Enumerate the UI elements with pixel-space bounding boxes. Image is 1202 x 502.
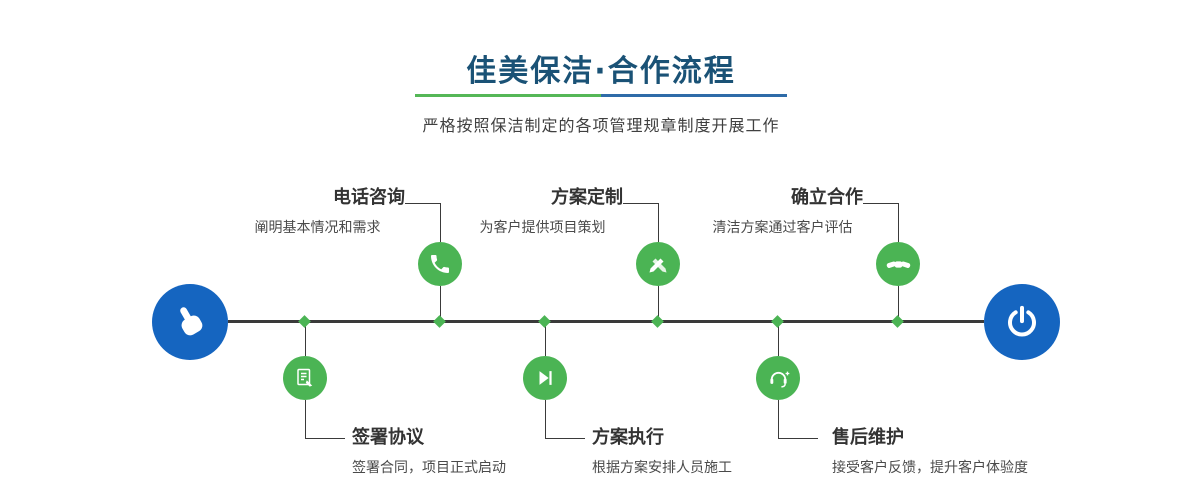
connector-line <box>440 203 441 242</box>
step-desc: 签署合同，项目正式启动 <box>352 460 506 476</box>
step-title: 售后维护 <box>832 427 904 448</box>
divider-blue-segment <box>601 94 787 97</box>
power-icon <box>1008 305 1036 337</box>
step-node-execute <box>523 356 567 400</box>
step-label-support: 售后维护 接受客户反馈，提升客户体验度 <box>832 428 1028 477</box>
connector-line <box>778 438 818 439</box>
connector-line <box>545 438 585 439</box>
page-subtitle: 严格按照保洁制定的各项管理规章制度开展工作 <box>422 116 780 135</box>
step-title: 方案定制 <box>551 187 623 208</box>
timeline-diamond <box>298 315 311 328</box>
step-label-phone: 电话咨询 阐明基本情况和需求 <box>230 187 406 237</box>
page-title: 佳美保洁·合作流程 <box>466 54 736 89</box>
step-node-support <box>756 356 800 400</box>
step-node-phone <box>418 242 462 286</box>
step-desc: 根据方案安排人员施工 <box>592 460 732 476</box>
connector-line <box>778 323 779 356</box>
phone-icon <box>431 255 449 273</box>
step-node-contract <box>283 356 327 400</box>
timeline-diamond <box>891 315 904 328</box>
handshake-icon <box>886 260 910 268</box>
connector-line <box>305 400 306 438</box>
step-label-execute: 方案执行 根据方案安排人员施工 <box>592 428 732 477</box>
divider-green-segment <box>415 94 601 97</box>
connector-line <box>778 400 779 438</box>
connector-line <box>545 400 546 438</box>
connector-line <box>305 323 306 356</box>
step-title: 方案执行 <box>592 427 664 448</box>
connector-line <box>545 323 546 356</box>
step-label-handshake: 确立合作 清洁方案通过客户评估 <box>702 187 864 237</box>
timeline-diamond <box>651 315 664 328</box>
step-node-handshake <box>876 242 920 286</box>
connector-line <box>405 203 440 204</box>
headset-icon <box>769 371 789 388</box>
step-desc: 接受客户反馈，提升客户体验度 <box>832 460 1028 476</box>
step-desc: 清洁方案通过客户评估 <box>712 220 853 236</box>
connector-line <box>658 286 659 320</box>
step-title: 电话咨询 <box>333 187 405 208</box>
connector-line <box>623 203 658 204</box>
play-icon <box>539 371 552 385</box>
step-desc: 阐明基本情况和需求 <box>254 220 381 236</box>
step-title: 确立合作 <box>791 187 863 208</box>
step-label-contract: 签署协议 签署合同，项目正式启动 <box>352 428 506 477</box>
contract-icon <box>297 368 313 387</box>
timeline-start-node <box>152 284 228 360</box>
step-label-design: 方案定制 为客户提供项目策划 <box>462 187 624 237</box>
step-desc: 为客户提供项目策划 <box>479 220 606 236</box>
timeline-line <box>228 320 984 323</box>
design-pencil-icon <box>649 258 667 273</box>
connector-line <box>440 286 441 320</box>
hand-pointer-icon <box>180 307 203 336</box>
timeline-end-node <box>984 284 1060 360</box>
timeline-diamond <box>771 315 784 328</box>
timeline-diamond <box>538 315 551 328</box>
step-node-design <box>636 242 680 286</box>
connector-line <box>898 203 899 242</box>
connector-line <box>658 203 659 242</box>
connector-line <box>898 286 899 320</box>
title-divider <box>415 94 787 97</box>
connector-line <box>863 203 898 204</box>
timeline-diamond <box>433 315 446 328</box>
step-title: 签署协议 <box>352 427 424 448</box>
connector-line <box>305 438 345 439</box>
